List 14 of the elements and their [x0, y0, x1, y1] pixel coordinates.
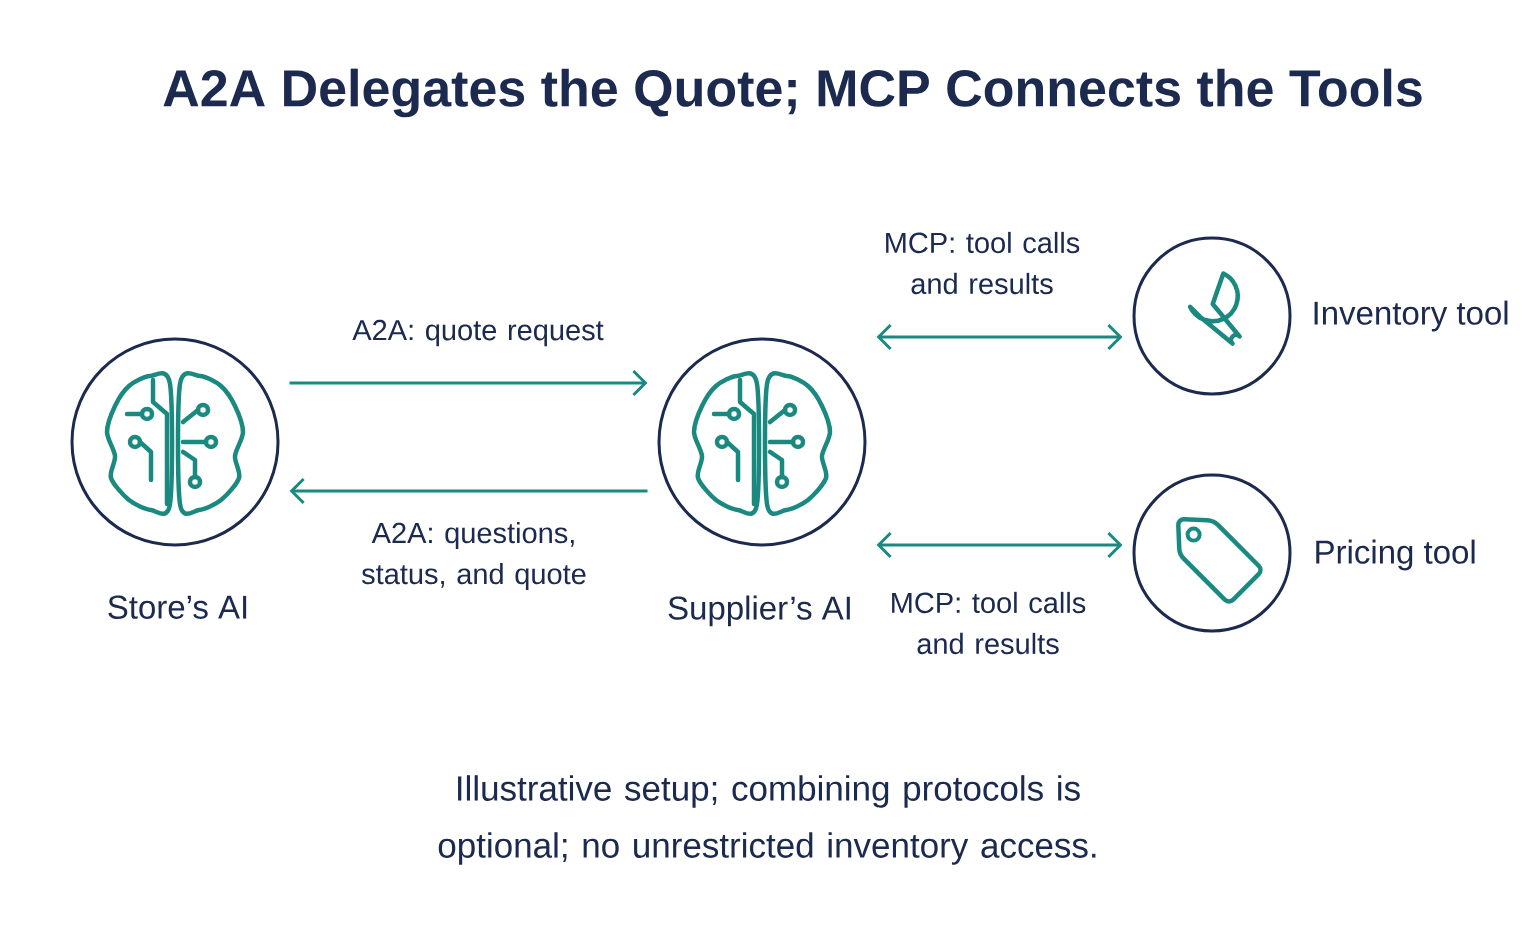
- edge-label: MCP: tool calls and results: [886, 231, 1080, 295]
- edge-label: A2A: questions, status, and quote: [361, 522, 586, 590]
- caption: Illustrative setup; combining protocols is optional; no unrestricted inventory access.: [438, 775, 1096, 865]
- arrow: [876, 323, 1123, 351]
- edge-label: MCP: tool calls and results: [892, 591, 1086, 655]
- edge-label: A2A: quote request: [352, 319, 604, 347]
- title: A2A Delegates the Quote; MCP Connects the Tools: [163, 68, 1422, 118]
- node-label: Store’s AI: [108, 595, 247, 619]
- node-label: Inventory tool: [1314, 300, 1508, 332]
- arrow: [289, 369, 648, 397]
- arrow: [289, 477, 648, 505]
- arrow: [876, 531, 1123, 559]
- node-label: Pricing tool: [1316, 539, 1475, 571]
- node-label: Supplier’s AI: [668, 595, 850, 627]
